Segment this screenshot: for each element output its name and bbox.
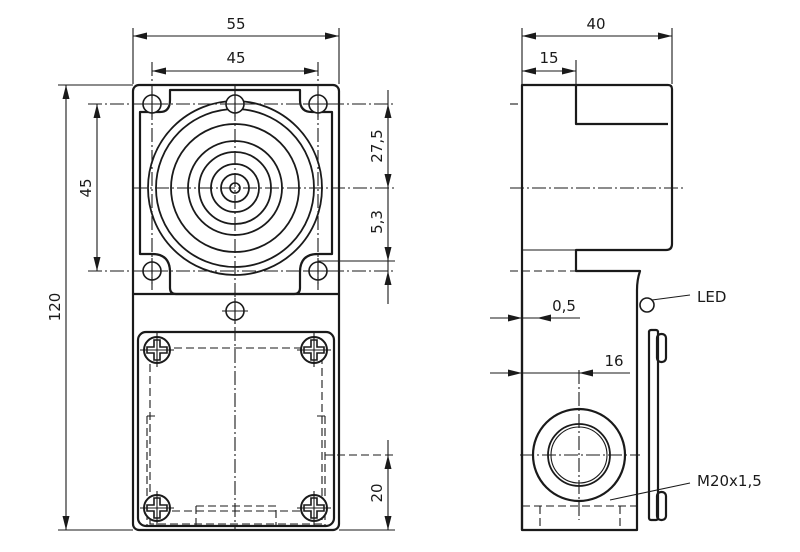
dim-hole-spacing-height: 45 xyxy=(77,178,95,197)
cover-screw-top-left-icon xyxy=(139,332,175,368)
dim-bottom-offset: 20 xyxy=(368,483,386,502)
dim-center-offset: 27,5 xyxy=(368,129,386,162)
dim-depth: 40 xyxy=(586,15,605,33)
led-callout: LED xyxy=(697,288,726,306)
dim-step: 15 xyxy=(539,49,558,67)
dim-lower-offset: 5,3 xyxy=(368,210,386,234)
side-rail xyxy=(647,328,660,522)
led-indicator xyxy=(639,297,655,313)
dim-hole-spacing-width: 45 xyxy=(226,49,245,67)
front-view xyxy=(88,62,395,532)
dim-gap: 0,5 xyxy=(552,297,576,315)
front-dimensions: 55 45 120 45 27,5 5,3 20 xyxy=(46,15,395,531)
dim-total-height: 120 xyxy=(46,293,64,322)
terminal-cover xyxy=(136,330,336,528)
side-body-outline xyxy=(520,83,674,532)
cover-screw-bottom-right-icon xyxy=(296,490,332,526)
cover-screw-bottom-left-icon xyxy=(139,490,175,526)
dim-outer-width: 55 xyxy=(226,15,245,33)
cover-screw-top-right-icon xyxy=(296,332,332,368)
side-view xyxy=(510,83,685,532)
side-dimensions: 40 15 0,5 16 LED M20x1,5 xyxy=(490,15,762,501)
front-body-outline xyxy=(131,83,341,532)
dim-gland-offset: 16 xyxy=(604,352,623,370)
cover-hidden-edge xyxy=(149,347,323,525)
thread-callout: M20x1,5 xyxy=(697,472,762,490)
